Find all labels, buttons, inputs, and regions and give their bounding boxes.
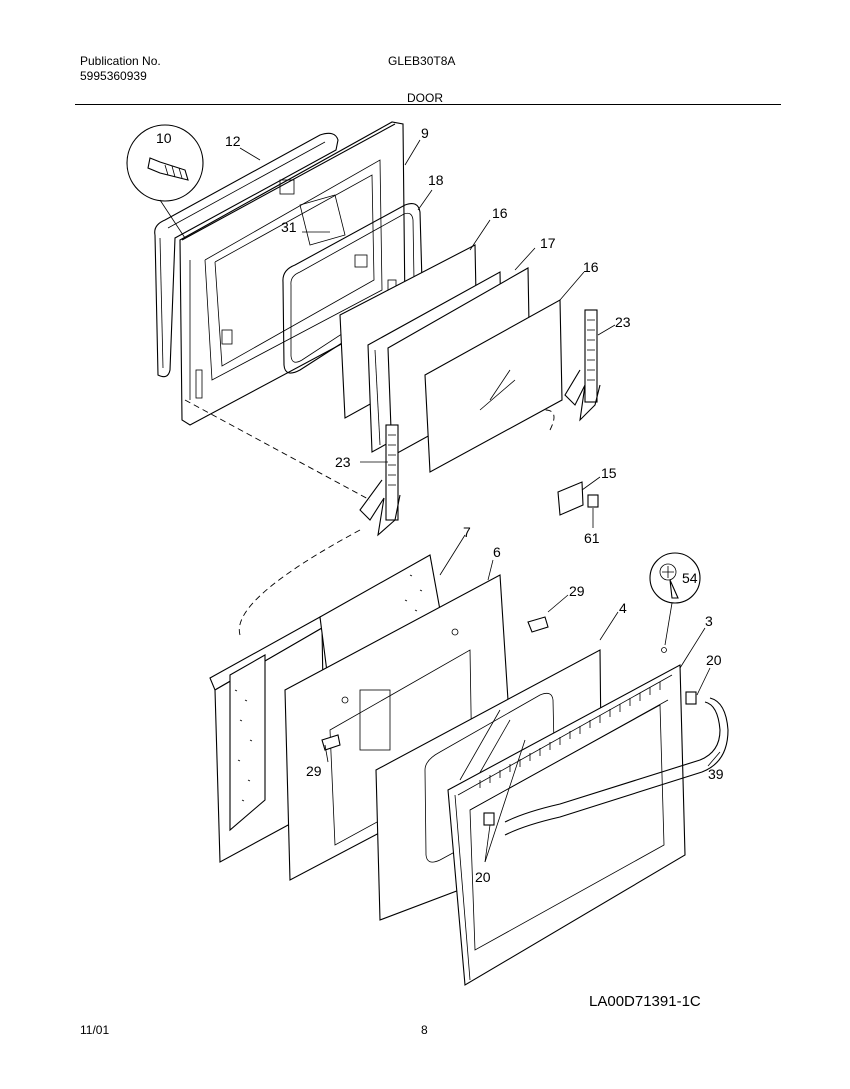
callout-18: 18 <box>428 172 444 188</box>
callout-4: 4 <box>619 600 627 616</box>
callout-7: 7 <box>463 524 471 540</box>
callout-20a: 20 <box>706 652 722 668</box>
callout-17: 17 <box>540 235 556 251</box>
leader-lines <box>239 139 721 863</box>
callout-61: 61 <box>584 530 600 546</box>
hinge-left <box>359 424 401 537</box>
publication-number: 5995360939 <box>80 69 147 83</box>
callout-9: 9 <box>421 125 429 141</box>
callout-20b: 20 <box>475 869 491 885</box>
callout-23b: 23 <box>335 454 351 470</box>
publication-label: Publication No. <box>80 54 161 68</box>
callout-16a: 16 <box>492 205 508 221</box>
spacer-29-lower <box>321 734 341 751</box>
callout-15: 15 <box>601 465 617 481</box>
alignment-line-mid <box>238 529 361 636</box>
door-handle <box>504 697 729 836</box>
drawing-number: LA00D71391-1C <box>589 993 701 1010</box>
header-rule <box>75 104 781 105</box>
callout-31: 31 <box>281 219 297 235</box>
callout-29b: 29 <box>306 763 322 779</box>
inner-glass-2 <box>424 299 563 473</box>
callout-10: 10 <box>156 130 172 146</box>
model-number: GLEB30T8A <box>388 54 456 68</box>
hinge-right <box>564 309 601 422</box>
callout-29a: 29 <box>569 583 585 599</box>
screw-54-detail <box>649 552 701 653</box>
callout-3: 3 <box>705 613 713 629</box>
callout-16b: 16 <box>583 259 599 275</box>
callout-6: 6 <box>493 544 501 560</box>
callout-23a: 23 <box>615 314 631 330</box>
callout-39: 39 <box>708 766 724 782</box>
door-gasket <box>154 132 339 378</box>
spacer-29-upper <box>527 616 549 633</box>
alignment-line-upper <box>184 399 555 501</box>
door-frame <box>447 664 697 986</box>
callout-12: 12 <box>225 133 241 149</box>
callout-54: 54 <box>682 570 698 586</box>
section-title: DOOR <box>407 91 443 105</box>
bracket-15 <box>557 481 599 516</box>
footer-date: 11/01 <box>80 1023 110 1037</box>
footer-page-number: 8 <box>421 1023 428 1037</box>
screw-10-detail <box>126 124 204 239</box>
